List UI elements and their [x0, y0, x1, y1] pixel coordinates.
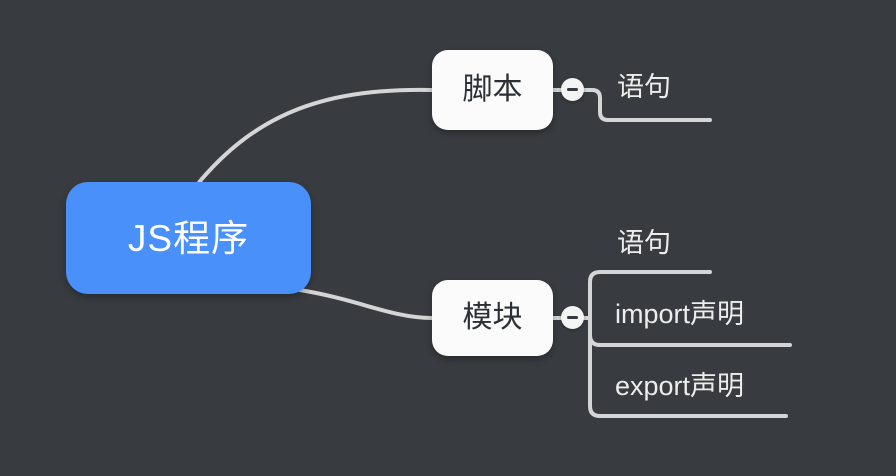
leaf-node-module-import[interactable]: import声明 — [615, 299, 745, 329]
branch-node-module[interactable]: 模块 — [432, 280, 553, 356]
edge-module-to-leaf-2 — [588, 316, 788, 418]
leaf-node-script-statement[interactable]: 语句 — [617, 72, 671, 102]
edge-root-to-module — [298, 288, 434, 320]
branch-node-script[interactable]: 脚本 — [432, 50, 553, 130]
branch-node-script-label: 脚本 — [462, 73, 523, 106]
root-node[interactable]: JS程序 — [66, 182, 311, 294]
root-node-label: JS程序 — [127, 217, 250, 259]
minus-icon — [567, 316, 578, 319]
collapse-toggle-script-minus-icon[interactable] — [561, 78, 584, 101]
branch-node-module-label: 模块 — [462, 301, 523, 334]
leaf-node-module-statement[interactable]: 语句 — [617, 228, 671, 258]
collapse-toggle-module-minus-icon[interactable] — [561, 306, 584, 329]
minus-icon — [567, 88, 578, 91]
edge-root-to-script — [194, 87, 434, 188]
leaf-node-module-export[interactable]: export声明 — [615, 371, 745, 401]
